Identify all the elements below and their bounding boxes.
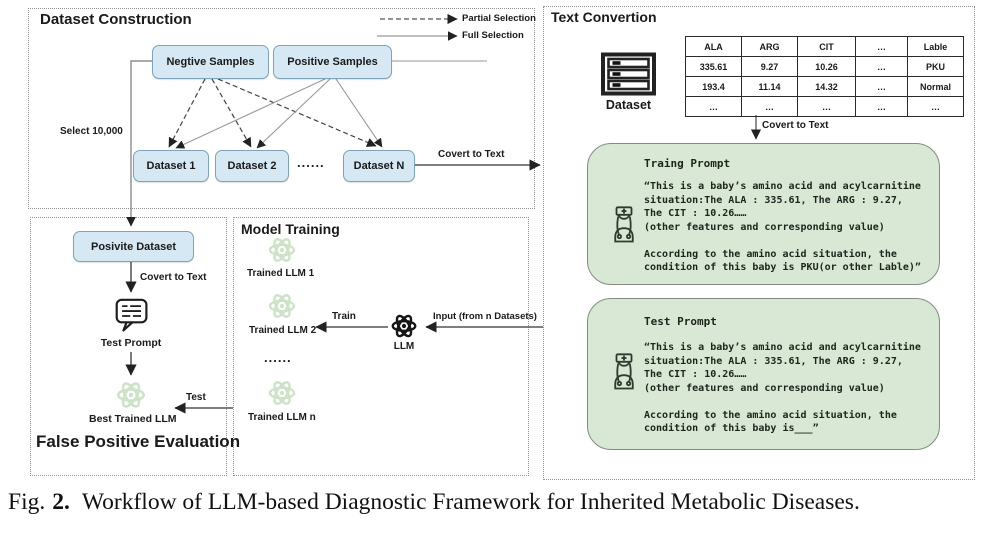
partial-arrow-n bbox=[217, 78, 377, 147]
trained-llm-n-label: Trained LLM n bbox=[248, 412, 316, 423]
dataset-dots: ...... bbox=[297, 155, 325, 170]
trained-llm-1-label: Trained LLM 1 bbox=[247, 268, 315, 279]
positive-samples-box: Positive Samples bbox=[273, 45, 392, 79]
legend-full-label: Full Selection bbox=[462, 30, 524, 41]
table-header-row: ALA ARG CIT … Lable bbox=[685, 36, 964, 57]
table-header-cell: ARG bbox=[741, 36, 798, 57]
dataset-icon-label: Dataset bbox=[605, 98, 652, 112]
input-label: Input (from n Datasets) bbox=[433, 311, 537, 322]
full-arrow-1 bbox=[175, 78, 326, 149]
table-cell: 335.61 bbox=[685, 56, 742, 77]
training-prompt-title: Traing Prompt bbox=[644, 157, 731, 170]
text-convertion-section bbox=[543, 6, 975, 480]
train-label: Train bbox=[332, 311, 356, 322]
dataset-construction-section bbox=[28, 8, 535, 209]
doctor-icon bbox=[609, 204, 639, 249]
caption-fig: Fig. bbox=[8, 489, 46, 515]
table-row: 193.4 11.14 14.32 … Normal bbox=[685, 76, 964, 97]
trained-llm-2-atom-icon bbox=[266, 290, 298, 327]
select-line bbox=[126, 60, 152, 227]
test-prompt-box: Test Prompt “This is a baby’s amino acid… bbox=[587, 298, 940, 450]
dataset-construction-title: Dataset Construction bbox=[40, 11, 192, 28]
dataset-icon bbox=[600, 52, 657, 101]
trained-llm-1-atom-icon bbox=[266, 234, 298, 271]
table-cell: PKU bbox=[907, 56, 964, 77]
false-positive-title: False Positive Evaluation bbox=[36, 432, 241, 451]
doctor-icon bbox=[609, 351, 639, 396]
table-cell: … bbox=[855, 96, 908, 117]
full-arrow-n bbox=[335, 78, 383, 148]
test-prompt-label: Test Prompt bbox=[100, 337, 162, 349]
table-row: 335.61 9.27 10.26 … PKU bbox=[685, 56, 964, 77]
table-cell: 10.26 bbox=[797, 56, 856, 77]
test-prompt-title: Test Prompt bbox=[644, 315, 717, 328]
table-cell: Normal bbox=[907, 76, 964, 97]
table-cell: 11.14 bbox=[741, 76, 798, 97]
caption-text: Workflow of LLM-based Diagnostic Framewo… bbox=[81, 489, 860, 515]
features-table: ALA ARG CIT … Lable 335.61 9.27 10.26 … … bbox=[685, 36, 964, 117]
covert-to-text-label-2: Covert to Text bbox=[762, 120, 829, 131]
table-cell: … bbox=[797, 96, 856, 117]
dataset-1-box: Dataset 1 bbox=[133, 150, 209, 182]
table-header-cell: ALA bbox=[685, 36, 742, 57]
training-prompt-box: Traing Prompt “This is a baby’s amino ac… bbox=[587, 143, 940, 285]
training-prompt-body: “This is a baby’s amino acid and acylcar… bbox=[644, 181, 921, 273]
select-10000-label: Select 10,000 bbox=[60, 126, 123, 137]
legend-partial-label: Partial Selection bbox=[462, 13, 536, 24]
dataset-n-box: Dataset N bbox=[343, 150, 415, 182]
table-cell: … bbox=[741, 96, 798, 117]
model-training-section bbox=[233, 217, 529, 476]
table-cell: 14.32 bbox=[797, 76, 856, 97]
trained-llm-2-label: Trained LLM 2 bbox=[249, 325, 317, 336]
llm-label: LLM bbox=[393, 341, 415, 352]
full-arrow-2 bbox=[256, 78, 331, 149]
test-label: Test bbox=[186, 392, 206, 403]
test-prompt-body: “This is a baby’s amino acid and acylcar… bbox=[644, 342, 921, 434]
table-cell: … bbox=[855, 56, 908, 77]
table-cell: … bbox=[907, 96, 964, 117]
partial-arrow-2 bbox=[211, 78, 252, 148]
table-row: … … … … … bbox=[685, 96, 964, 117]
table-cell: … bbox=[685, 96, 742, 117]
table-header-cell: Lable bbox=[907, 36, 964, 57]
dataset-2-box: Dataset 2 bbox=[215, 150, 289, 182]
negative-samples-box: Negtive Samples bbox=[152, 45, 269, 79]
trained-llm-dots: ...... bbox=[264, 350, 292, 365]
partial-arrow-1 bbox=[168, 78, 206, 148]
table-cell: … bbox=[855, 76, 908, 97]
caption-number: 2. bbox=[52, 489, 70, 515]
best-trained-llm-label: Best Trained LLM bbox=[89, 413, 177, 425]
chat-prompt-icon bbox=[114, 297, 150, 340]
covert-to-text-label-1: Covert to Text bbox=[438, 149, 505, 160]
trained-llm-n-atom-icon bbox=[266, 377, 298, 414]
table-cell: 193.4 bbox=[685, 76, 742, 97]
posivite-dataset-box: Posivite Dataset bbox=[73, 231, 194, 262]
text-convertion-title: Text Convertion bbox=[551, 9, 657, 25]
llm-atom-icon bbox=[389, 311, 419, 346]
table-cell: 9.27 bbox=[741, 56, 798, 77]
table-header-cell: CIT bbox=[797, 36, 856, 57]
table-header-cell: … bbox=[855, 36, 908, 57]
covert-to-text-label-3: Covert to Text bbox=[140, 272, 207, 283]
figure-caption: Fig.2. Workflow of LLM-based Diagnostic F… bbox=[8, 489, 860, 516]
best-trained-llm-atom-icon bbox=[114, 378, 148, 417]
model-training-title: Model Training bbox=[241, 221, 340, 237]
